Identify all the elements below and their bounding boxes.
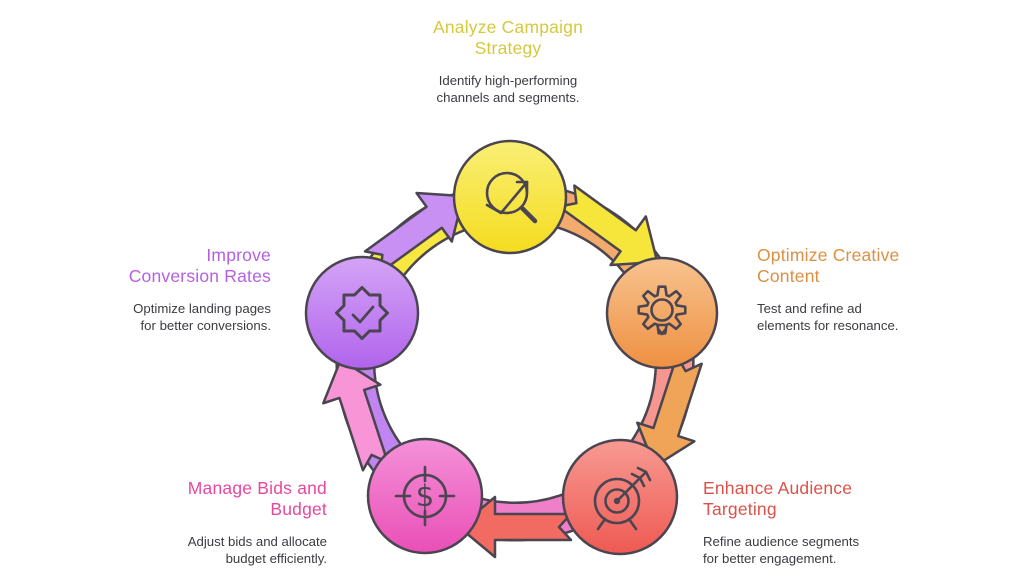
node-circle-manage: [366, 437, 484, 555]
node-circles: [304, 139, 719, 556]
dollar-glyph: $: [416, 479, 434, 513]
dollar-crosshair-icon: $: [394, 465, 456, 527]
arrow-optimize-to-enhance: [636, 354, 703, 468]
arrow-enhance-to-manage: [457, 495, 573, 559]
arrow-analyze-to-optimize: [557, 184, 659, 267]
arrow-manage-to-improve: [322, 358, 389, 472]
node-circle-optimize: [605, 256, 719, 370]
gear-lightbulb-icon: [637, 285, 687, 336]
node-circle-analyze: [452, 139, 568, 255]
target-dart-icon: [593, 466, 652, 531]
magnifier-trend-arrow-icon: [485, 171, 538, 224]
cycle-arrows: [322, 184, 703, 559]
node-circle-improve: [304, 255, 420, 371]
badge-check-icon: [335, 286, 389, 340]
